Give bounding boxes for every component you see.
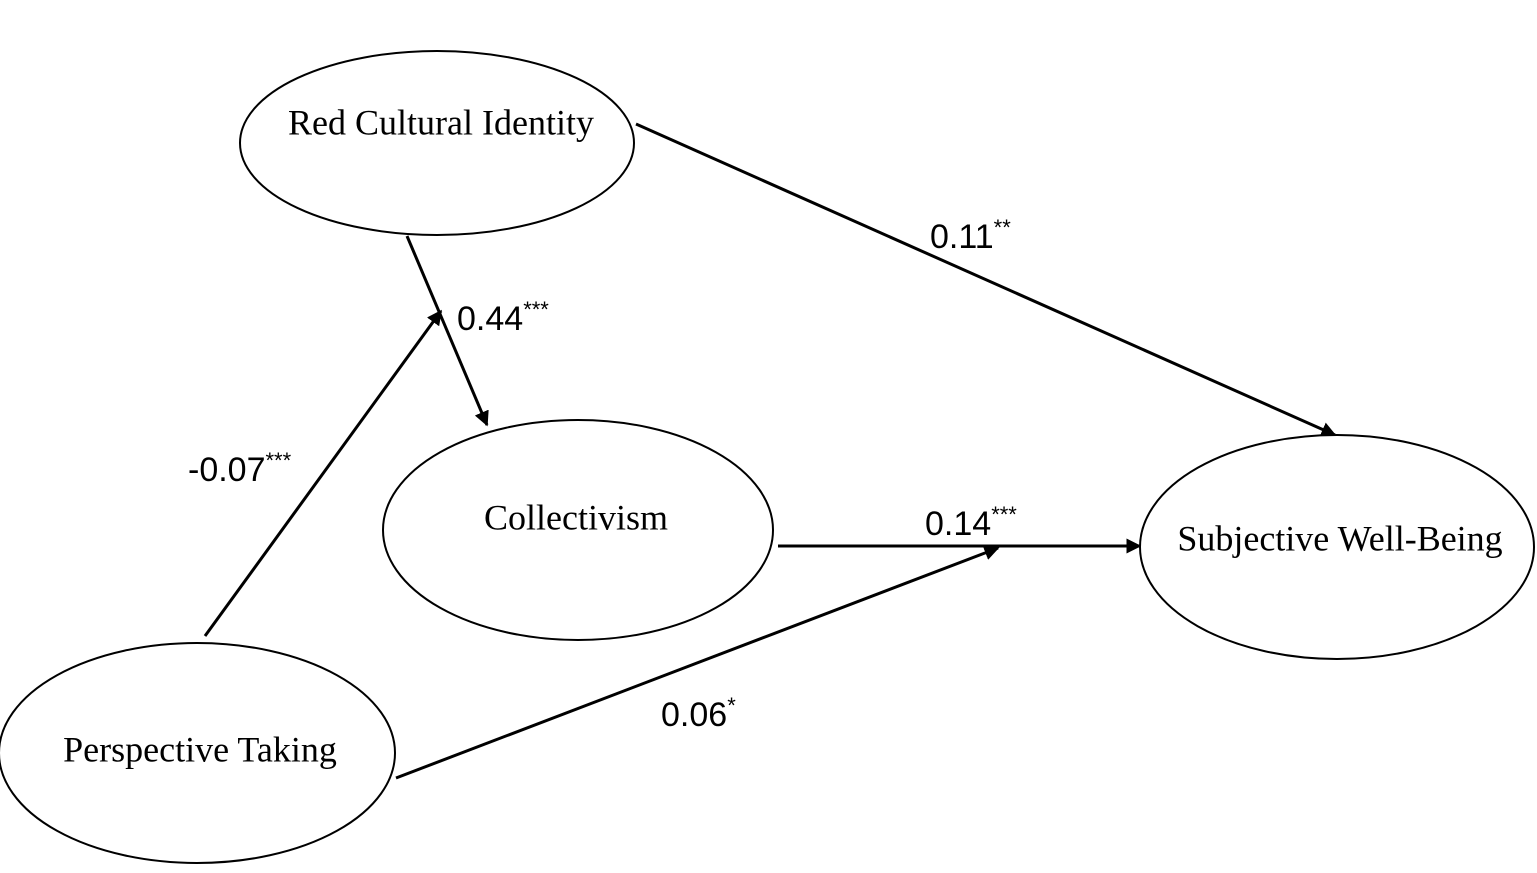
edge-pt-to-collectivism-path: [395, 545, 1000, 780]
node-perspective-taking: Perspective Taking: [0, 642, 396, 864]
node-collectivism: Collectivism: [382, 419, 774, 641]
coef-value: 0.11: [930, 218, 994, 256]
node-label: Subjective Well-Being: [1177, 518, 1502, 558]
coef-rci-to-collectivism: 0.44***: [457, 297, 549, 338]
coef-value: 0.06: [661, 696, 727, 734]
coef-rci-to-swb: 0.11**: [930, 215, 1011, 256]
coef-significance: ***: [991, 502, 1017, 527]
node-subjective-well-being: Subjective Well-Being: [1139, 434, 1535, 660]
coef-value: 0.44: [457, 300, 523, 338]
node-label: Collectivism: [484, 497, 668, 537]
coef-value: -0.07: [188, 451, 266, 489]
edge-rci-to-collectivism: [405, 235, 489, 427]
coef-value: 0.14: [925, 505, 991, 543]
edge-pt-to-rci-path: [203, 309, 443, 637]
coef-significance: **: [994, 215, 1012, 240]
coef-pt-to-collectivism-path: 0.06*: [661, 693, 736, 734]
coef-pt-to-rci-path: -0.07***: [188, 448, 292, 489]
edge-rci-to-swb: [635, 122, 1337, 437]
node-label: Perspective Taking: [63, 729, 337, 769]
coef-significance: ***: [266, 448, 292, 473]
coef-collectivism-to-swb: 0.14***: [925, 502, 1017, 543]
coef-significance: *: [727, 693, 736, 718]
node-label: Red Cultural Identity: [288, 102, 594, 142]
coef-significance: ***: [523, 297, 549, 322]
node-red-cultural-identity: Red Cultural Identity: [239, 50, 635, 236]
